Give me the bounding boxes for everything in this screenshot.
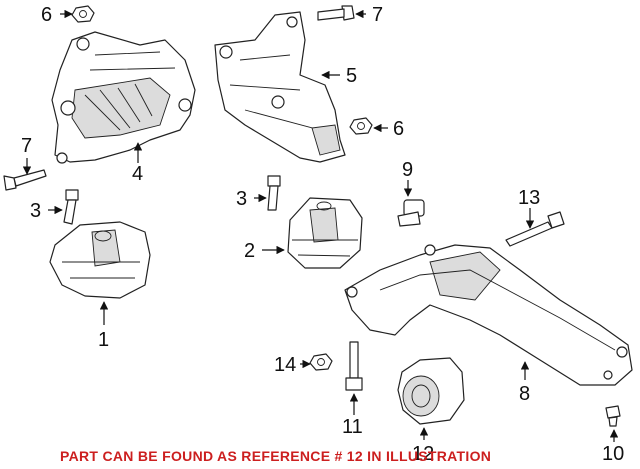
callout-6: 6 [41,4,52,26]
part-4-bracket [51,31,196,164]
part-8-crossmember [344,244,633,386]
callout-9: 9 [402,159,413,181]
callout-8: 8 [519,383,530,405]
callout-1: 1 [98,329,109,351]
reference-caption: PART CAN BE FOUND AS REFERENCE # 12 IN I… [60,448,491,464]
part-6-nut-right [349,117,373,135]
callout-3: 3 [30,200,41,222]
callout-12: 12 [412,443,434,465]
callout-5: 5 [346,65,357,87]
callout-4: 4 [132,163,143,185]
part-9-bumper [397,199,425,227]
callout-2: 2 [244,240,255,262]
callout-7: 7 [21,135,32,157]
leader-lines [22,9,619,442]
part-7-bolt-top [317,5,355,21]
part-12-transmission-mount [397,357,465,425]
part-10-bolt [605,405,621,427]
part-2-engine-mount [287,197,363,269]
part-5-bracket [214,11,346,163]
callout-13: 13 [518,187,540,209]
part-3-bolt-left [63,189,79,225]
callout-6: 6 [393,118,404,140]
part-13-bolt [505,211,565,247]
callout-labels: 6 7 4 3 1 2 3 7 5 6 9 13 8 14 11 12 10 [21,4,624,465]
part-3-bolt-center [267,175,281,211]
part-7-bolt-left [3,169,47,191]
callout-10: 10 [602,443,624,465]
callout-11: 11 [342,416,363,438]
callout-3: 3 [236,188,247,210]
callout-14: 14 [274,354,296,376]
part-1-engine-mount [49,221,151,299]
callout-7: 7 [372,4,383,26]
part-14-nut [309,353,333,371]
part-6-nut-top [71,5,95,23]
part-11-bolt [345,341,363,391]
